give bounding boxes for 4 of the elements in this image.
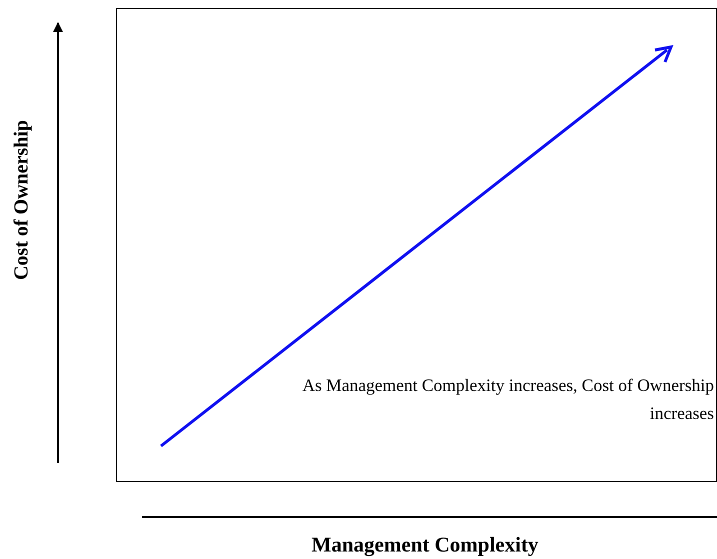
annotation-text: As Management Complexity increases, Cost of Ownership increases — [301, 374, 714, 425]
x-axis-label: Management Complexity — [312, 532, 538, 558]
y-axis-label: Cost of Ownership — [10, 120, 34, 280]
chart-frame — [116, 8, 717, 482]
